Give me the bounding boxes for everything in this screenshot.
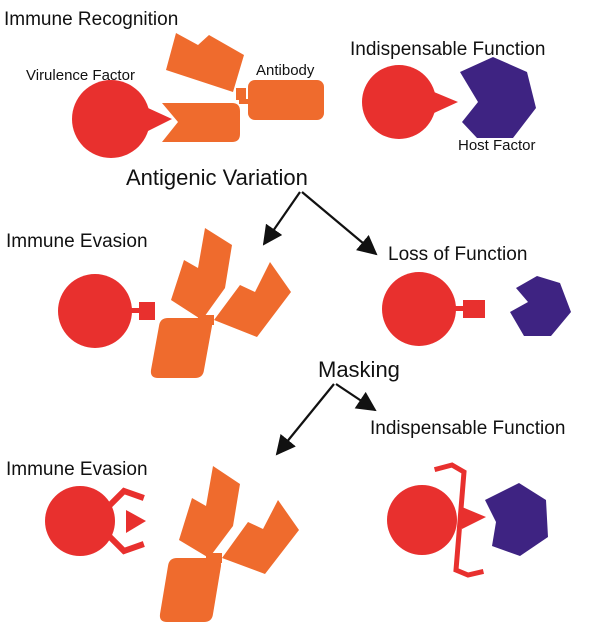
virulence-factor-icon [387, 485, 486, 555]
virulence-factor-icon [382, 272, 485, 346]
masking-arrows [275, 383, 377, 456]
indispensable-function-bottom-label: Indispensable Function [370, 418, 565, 439]
virulence-factor-icon [362, 65, 458, 139]
immune-evasion-bottom-label: Immune Evasion [6, 459, 148, 480]
indispensable-function-top-label: Indispensable Function [350, 39, 545, 60]
virulence-factor-label: Virulence Factor [26, 67, 135, 84]
host-factor-label: Host Factor [458, 137, 536, 154]
masking-label: Masking [318, 357, 400, 382]
antigenic-variation-label: Antigenic Variation [126, 165, 308, 190]
immune-evasion-mid-label: Immune Evasion [6, 231, 148, 252]
immune-recognition-label: Immune Recognition [4, 9, 178, 30]
masking-shield-icon [105, 487, 145, 555]
host-factor-icon [510, 276, 571, 336]
antibody-icon [150, 228, 291, 378]
virulence-factor-icon [58, 274, 155, 348]
loss-of-function-label: Loss of Function [388, 244, 527, 265]
antibody-label: Antibody [256, 62, 315, 79]
masking-shield-icon [433, 462, 484, 578]
virulence-factor-icon [45, 486, 146, 556]
antigenic-variation-arrows [262, 191, 378, 256]
host-factor-icon [485, 483, 548, 556]
antibody-icon [162, 33, 324, 142]
virulence-factor-icon [72, 80, 172, 158]
antibody-icon [159, 466, 299, 622]
host-factor-icon [460, 57, 536, 138]
